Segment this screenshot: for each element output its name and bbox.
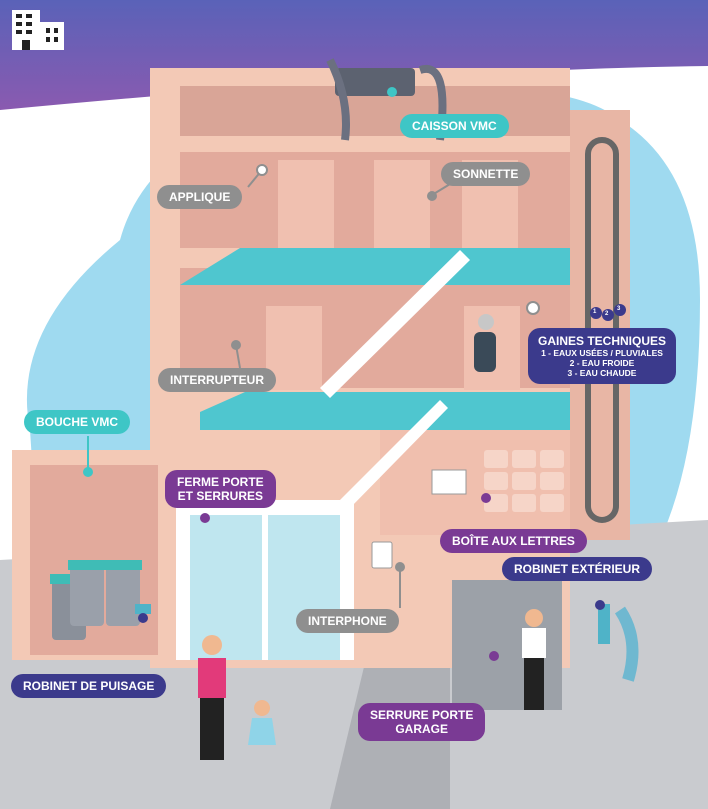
mailbox-icon — [484, 450, 564, 512]
label-robinet-de-puisage: ROBINET DE PUISAGE — [11, 674, 167, 698]
label-bouche-vmc: BOUCHE VMC — [24, 410, 131, 434]
label-sonnette: SONNETTE — [441, 162, 531, 186]
floor-slab — [200, 392, 570, 430]
staircase — [320, 250, 470, 398]
label-boite-aux-lettres: BOÎTE AUX LETTRES — [440, 529, 587, 553]
label-gaines-techniques: GAINES TECHNIQUES 1 - EAUX USÉES / PLUVI… — [528, 328, 677, 384]
label-ferme-porte: FERME PORTE ET SERRURES — [165, 470, 276, 508]
bin-icon — [50, 560, 142, 640]
intercom-icon — [371, 541, 393, 569]
duct-number-badges: 1 2 3 — [593, 306, 621, 317]
label-serrure-porte-garage: SERRURE PORTE GARAGE — [358, 703, 486, 741]
label-interrupteur: INTERRUPTEUR — [158, 368, 277, 392]
child-figure — [248, 700, 276, 745]
staircase — [340, 400, 448, 508]
floor-slab — [180, 248, 570, 285]
building-icon — [12, 10, 64, 50]
tap-icon — [598, 604, 639, 682]
label-caisson-vmc: CAISSON VMC — [400, 114, 509, 138]
door — [278, 160, 334, 248]
label-applique: APPLIQUE — [157, 185, 243, 209]
door — [374, 160, 430, 248]
resident-woman — [474, 314, 496, 372]
label-robinet-exterieur: ROBINET EXTÉRIEUR — [502, 557, 653, 581]
label-interphone: INTERPHONE — [296, 609, 399, 633]
mother-figure — [198, 635, 226, 760]
man-figure — [522, 609, 546, 710]
